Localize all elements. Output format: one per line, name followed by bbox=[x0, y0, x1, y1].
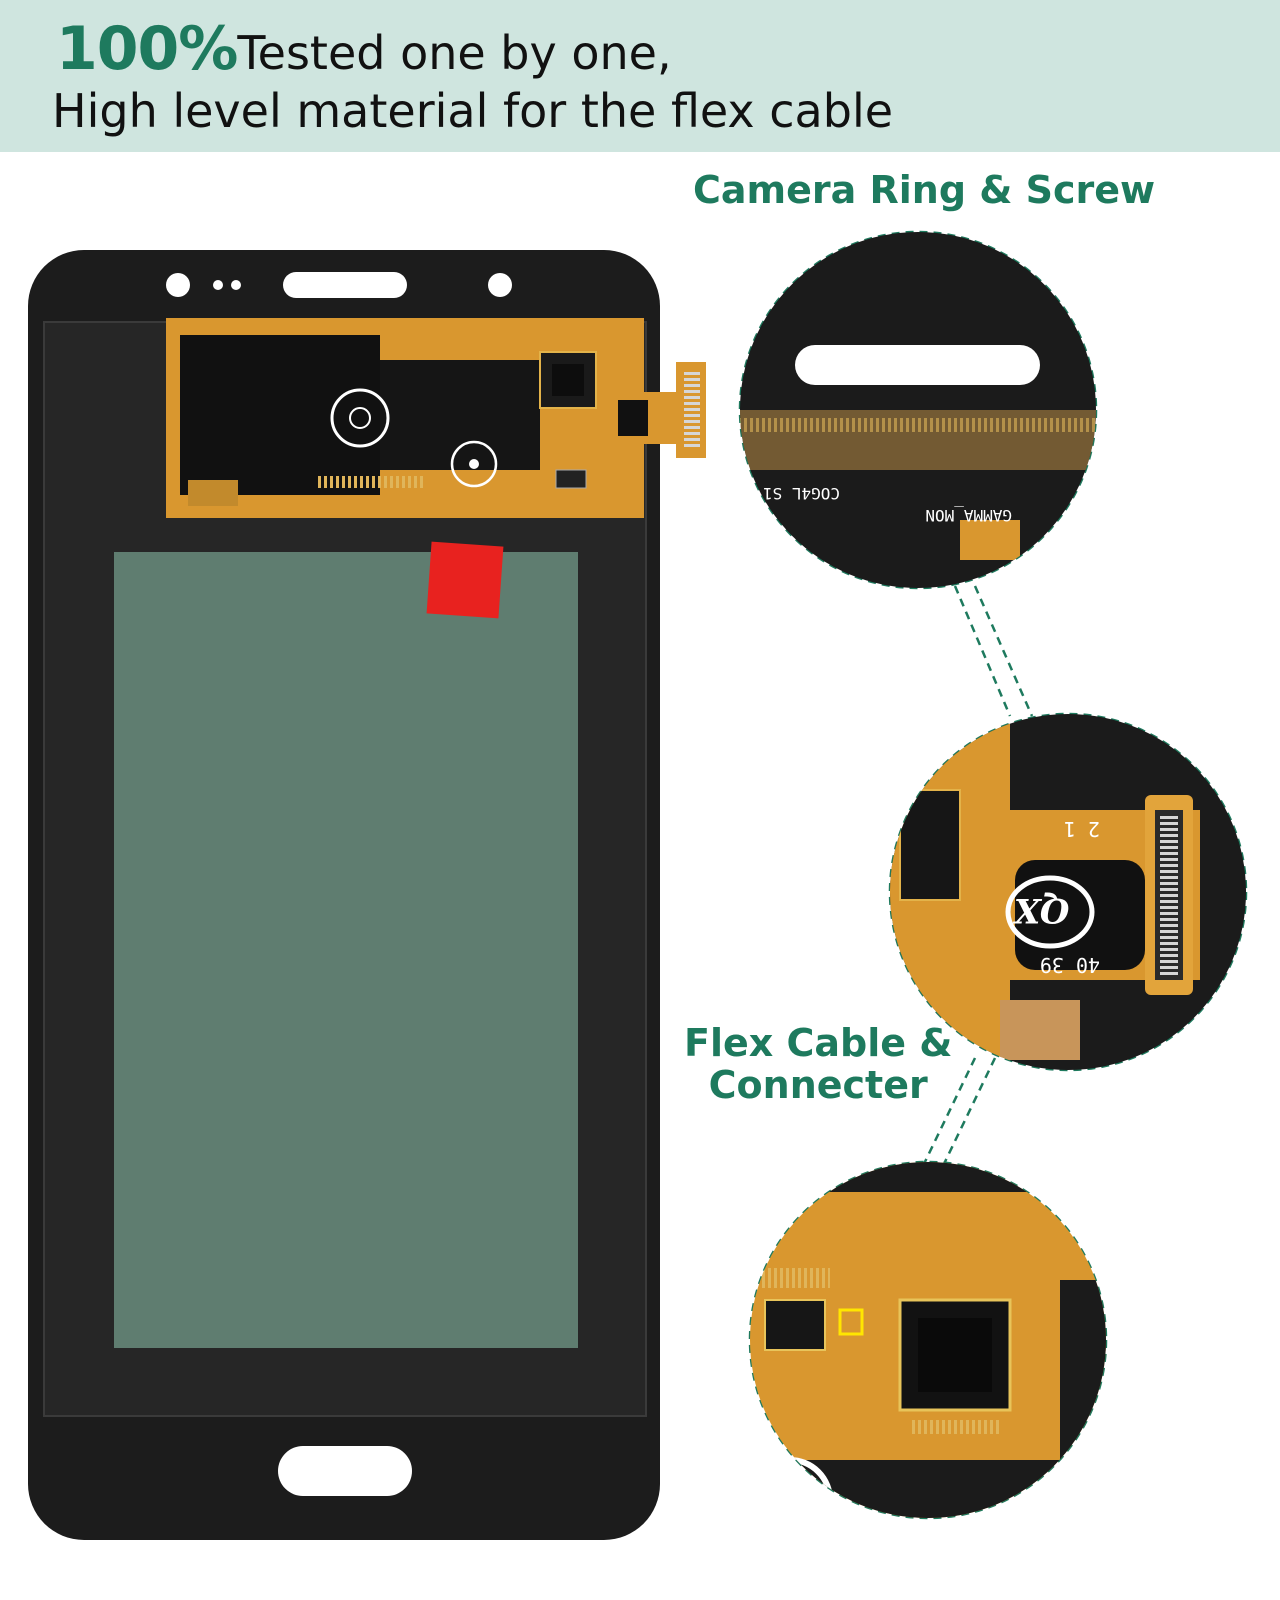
camera-ring-label: Camera Ring & Screw bbox=[693, 168, 1156, 212]
protective-sticker bbox=[426, 541, 504, 619]
earpiece-slot-icon bbox=[283, 272, 407, 298]
flex-cable-label: Flex Cable & Connecter bbox=[684, 1022, 952, 1106]
svg-text:40 39: 40 39 bbox=[1040, 953, 1100, 977]
lcd-panel bbox=[28, 250, 706, 1540]
svg-text:2 1: 2 1 bbox=[1064, 817, 1100, 841]
front-camera-hole-icon bbox=[166, 273, 190, 297]
flex-board bbox=[166, 318, 706, 518]
flex-cable-label-line-2: Connecter bbox=[708, 1063, 928, 1107]
headline-line-1: 100%Tested one by one, bbox=[56, 14, 672, 84]
home-button-hole-icon bbox=[278, 1446, 412, 1496]
headline-line-2: High level material for the flex cable bbox=[52, 84, 894, 138]
highlight-percent: 100% bbox=[56, 14, 238, 84]
headline-text-1: Tested one by one, bbox=[237, 26, 672, 80]
zoom-ic-chip bbox=[750, 1162, 1106, 1518]
svg-text:COG4L S1: COG4L S1 bbox=[763, 484, 840, 503]
zoom-camera-ring: GAMMA_MON COG4L S1 bbox=[740, 232, 1096, 588]
svg-text:QX: QX bbox=[1012, 890, 1070, 930]
header-banner: 100%Tested one by one, High level materi… bbox=[0, 0, 1280, 152]
zoom-flex-connector: QX 2 1 40 39 bbox=[890, 714, 1246, 1070]
svg-text:GAMMA_MON: GAMMA_MON bbox=[925, 506, 1012, 525]
display-glass bbox=[114, 552, 578, 1348]
earpiece-zoom-icon bbox=[795, 345, 1040, 385]
flex-cable-label-line-1: Flex Cable & bbox=[684, 1021, 953, 1065]
